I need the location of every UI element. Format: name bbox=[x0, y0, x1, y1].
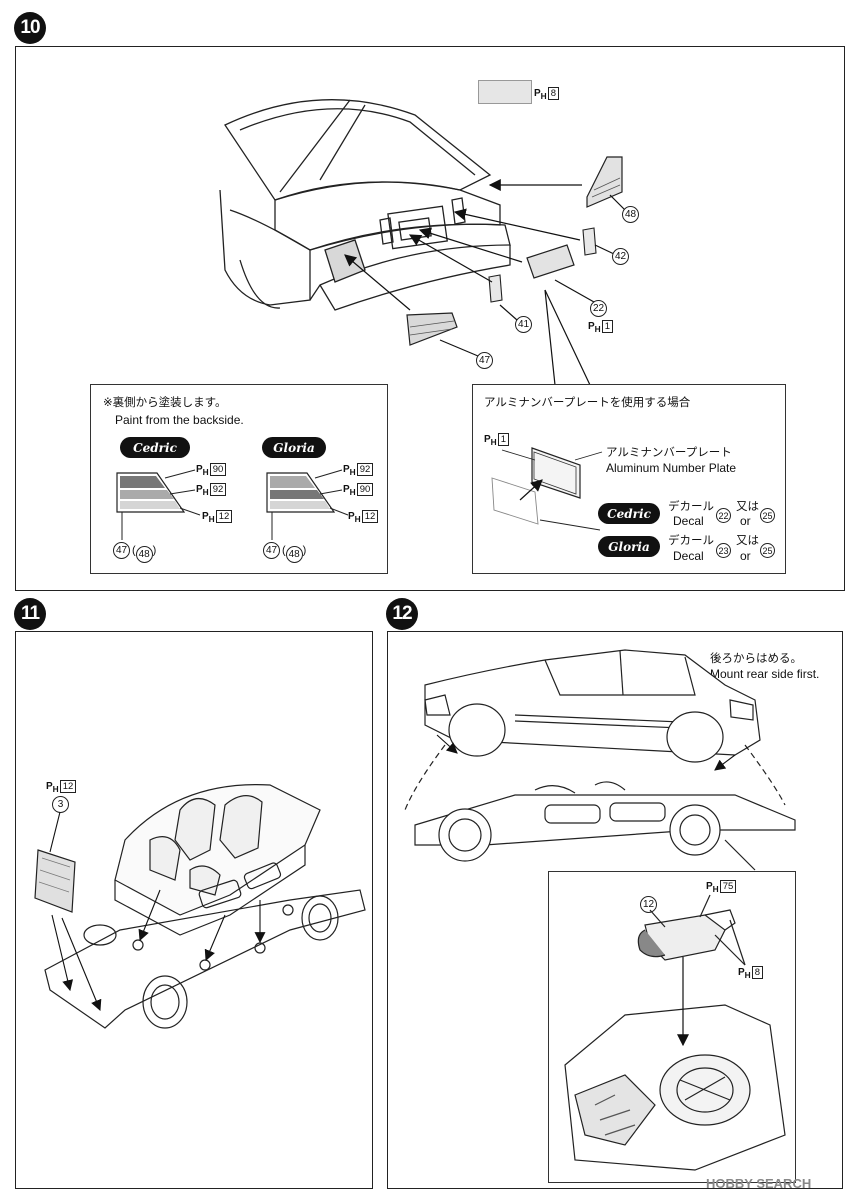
step-11-number: 11 bbox=[14, 598, 46, 630]
gloria-taillight-paint-diagram bbox=[266, 472, 336, 513]
plate-name-jp: アルミナンバープレート bbox=[606, 445, 732, 459]
cedric-part-47: 47 bbox=[113, 542, 130, 559]
part-number-48: 48 bbox=[622, 206, 639, 223]
decal-gloria-or-en: or bbox=[740, 549, 751, 563]
gloria-part-48-alt: (48) bbox=[282, 543, 306, 563]
step-12-number: 12 bbox=[386, 598, 418, 630]
gloria-badge: Gloria bbox=[262, 437, 326, 458]
step-12-note-en: Mount rear side first. bbox=[710, 667, 820, 681]
part-number-47: 47 bbox=[476, 352, 493, 369]
step-11-part-3: 3 bbox=[52, 796, 69, 813]
part-number-41: 41 bbox=[515, 316, 532, 333]
decal-gloria-b: 25 bbox=[760, 543, 775, 558]
gloria-part-47: 47 bbox=[263, 542, 280, 559]
cedric-taillight-paint-diagram bbox=[116, 472, 186, 513]
decal-gloria-a: 23 bbox=[716, 543, 731, 558]
decal-cedric-jp: デカール bbox=[668, 499, 714, 513]
step-10-number: 10 bbox=[14, 12, 46, 44]
paint-note-jp: ※裏側から塗装します。 bbox=[103, 395, 227, 409]
part-number-22: 22 bbox=[590, 300, 607, 317]
part-47-lens bbox=[406, 312, 458, 346]
paint-swatch-plate bbox=[478, 80, 532, 104]
step-10-frame bbox=[15, 46, 845, 591]
decal-gloria-en: Decal bbox=[673, 549, 704, 563]
chassis-interior-illustration bbox=[34, 784, 366, 1029]
step-12-note-jp: 後ろからはめる。 bbox=[710, 651, 802, 665]
plate-name-en: Aluminum Number Plate bbox=[606, 461, 737, 475]
step-11-frame bbox=[15, 631, 373, 1189]
step-10-arrows bbox=[344, 179, 626, 386]
paint-leaders bbox=[121, 469, 349, 540]
watermark-text: HOBBY SEARCH bbox=[706, 1176, 812, 1191]
decal-cedric-or-en: or bbox=[740, 514, 751, 528]
paint-note-en: Paint from the backside. bbox=[115, 413, 244, 427]
aluminum-plate-illustration bbox=[491, 447, 581, 525]
decal-gloria-or-jp: 又は bbox=[736, 533, 759, 547]
plate-box-title: アルミナンバープレートを使用する場合 bbox=[484, 395, 691, 409]
part-41-clip bbox=[488, 274, 503, 303]
part-number-42: 42 bbox=[612, 248, 629, 265]
car-rear-illustration bbox=[219, 99, 511, 311]
cedric-part-48-alt: (48) bbox=[132, 543, 156, 563]
body-onto-chassis-illustration bbox=[404, 649, 796, 871]
cedric-badge: Cedric bbox=[120, 437, 190, 458]
plate-cedric-badge: Cedric bbox=[598, 503, 660, 524]
part-42-clip bbox=[582, 227, 597, 256]
muffler-illustration bbox=[564, 894, 786, 1171]
part-22-plate bbox=[526, 244, 575, 279]
plate-gloria-badge: Gloria bbox=[598, 536, 660, 557]
decal-cedric-a: 22 bbox=[716, 508, 731, 523]
step-12-part-12: 12 bbox=[640, 896, 657, 913]
part-48-lens bbox=[586, 156, 623, 208]
plate-leaders bbox=[539, 451, 603, 531]
decal-cedric-b: 25 bbox=[760, 508, 775, 523]
decal-cedric-en: Decal bbox=[673, 514, 704, 528]
decal-cedric-or-jp: 又は bbox=[736, 499, 759, 513]
decal-gloria-jp: デカール bbox=[668, 533, 714, 547]
step-12-frame bbox=[387, 631, 843, 1189]
